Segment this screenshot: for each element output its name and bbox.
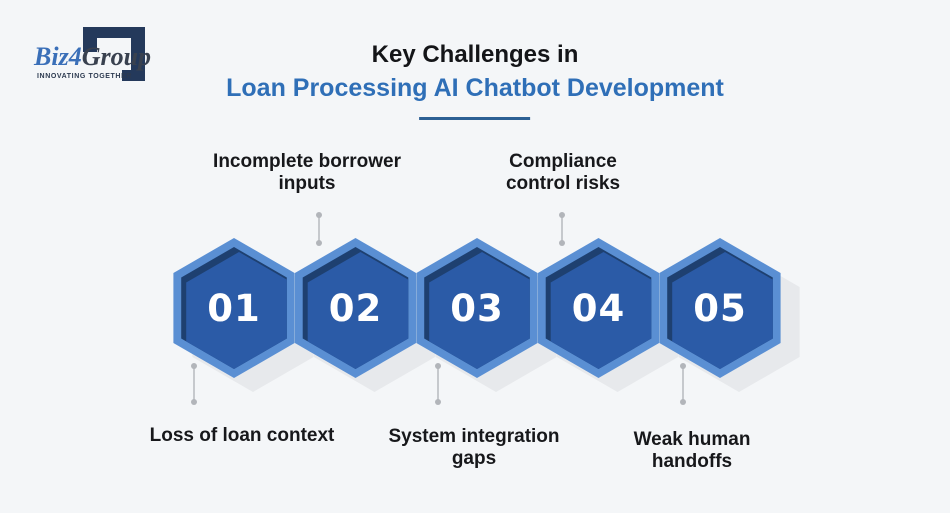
hexagon-step-03: 03 — [416, 238, 538, 378]
page-title: Key Challenges in Loan Processing AI Cha… — [226, 40, 724, 120]
hexagon-number: 04 — [572, 287, 626, 330]
challenge-label-line: gaps — [451, 448, 497, 469]
logo-tagline: INNOVATING TOGETHER — [37, 73, 133, 80]
connector-line-01 — [191, 363, 197, 405]
connector-line-04 — [559, 212, 565, 246]
hexagon-step-02: 02 — [294, 238, 417, 378]
hexagon-fill — [307, 252, 409, 369]
hexagon-number: 03 — [450, 287, 504, 330]
challenge-label-03: System integration gaps — [388, 426, 559, 470]
challenge-label-line: Compliance — [509, 151, 617, 172]
hexagon-fill — [429, 252, 530, 369]
hexagon-step-04: 04 — [537, 238, 660, 378]
connector-line-03 — [435, 363, 441, 405]
hexagon-number: 05 — [693, 287, 747, 330]
challenge-label-05: Weak human handoffs — [634, 429, 751, 473]
hexagon-fill — [672, 252, 773, 369]
hexagon-number: 01 — [207, 287, 261, 330]
challenge-label-line: Loss of loan context — [149, 425, 335, 446]
hexagon-fill — [186, 252, 287, 369]
challenge-label-line: Incomplete borrower — [213, 151, 401, 172]
title-line-2: Loan Processing AI Chatbot Development — [226, 74, 724, 102]
hexagon-step-05: 05 — [659, 238, 781, 378]
title-line-1: Key Challenges in — [371, 41, 579, 68]
challenge-label-line: System integration — [388, 426, 560, 447]
logo-text-biz: Biz — [34, 42, 69, 71]
logo-wordmark: Biz4Group — [34, 44, 151, 70]
challenge-label-01: Loss of loan context — [150, 425, 335, 447]
logo-text-group: Group — [81, 42, 152, 71]
challenge-label-02: Incomplete borrower inputs — [213, 151, 401, 195]
challenge-label-line: handoffs — [651, 451, 733, 472]
title-underline — [419, 117, 531, 120]
challenge-label-line: Weak human — [633, 429, 751, 450]
logo-bracket-mark — [83, 27, 145, 81]
hexagon-step-01: 01 — [173, 238, 295, 378]
hexagon-number: 02 — [329, 287, 383, 330]
challenge-label-line: control risks — [505, 173, 621, 194]
connector-line-02 — [316, 212, 322, 246]
hexagon-fill — [550, 252, 652, 369]
challenge-label-line: inputs — [278, 173, 336, 194]
logo-text-4: 4 — [68, 42, 82, 71]
challenge-label-04: Compliance control risks — [506, 151, 620, 195]
connector-line-05 — [680, 363, 686, 405]
biz4group-logo: Biz4Group INNOVATING TOGETHER — [24, 18, 174, 90]
